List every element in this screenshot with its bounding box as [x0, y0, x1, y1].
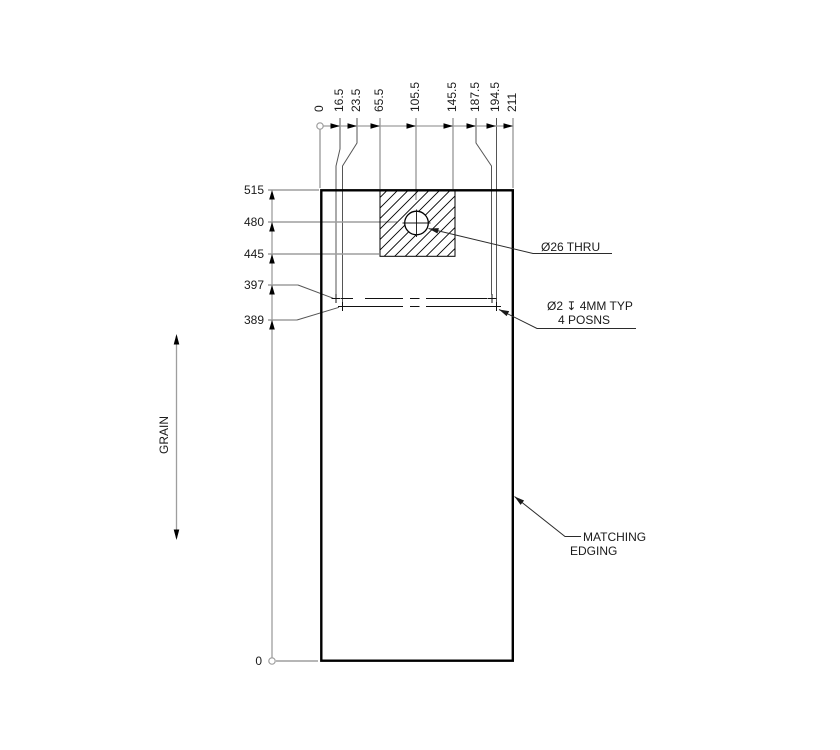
leader-arrowheads — [428, 228, 525, 505]
left-dimension-line — [268, 190, 276, 665]
left-ordinate-label-515: 515 — [243, 183, 264, 197]
panel-outline — [320, 189, 514, 662]
origin-label-zero: 0 — [255, 654, 262, 668]
top-ordinate-label-23-5: 23.5 — [349, 88, 363, 112]
top-dimension-arrowheads — [330, 123, 513, 129]
large-hole-callout: Ø26 THRU — [541, 240, 601, 254]
edging-leader — [514, 496, 581, 537]
large-hole-centermark — [402, 209, 431, 237]
grain-direction-arrow — [173, 334, 180, 540]
edging-callout-line2: EDGING — [570, 544, 618, 558]
leader-lines — [428, 228, 636, 537]
top-ordinate-label-145-5: 145.5 — [445, 81, 459, 112]
hole-row-centerlines — [341, 298, 493, 307]
small-hole-cross-marks — [331, 294, 501, 311]
left-ordinate-label-445: 445 — [243, 247, 264, 261]
small-hole-callout-line2: 4 POSNS — [558, 313, 611, 327]
left-dimension-arrowheads — [269, 190, 275, 330]
left-ordinate-label-389: 389 — [243, 313, 264, 327]
top-dimension-line — [316, 122, 513, 130]
top-ordinate-label-0: 0 — [312, 105, 326, 112]
grain-label: GRAIN — [157, 415, 171, 454]
left-jogged-extension-lines — [296, 284, 340, 321]
top-ordinate-label-194-5: 194.5 — [488, 81, 502, 112]
small-hole-leader — [498, 309, 636, 329]
top-jogged-extension-lines — [335, 118, 497, 302]
top-ordinate-label-16-5: 16.5 — [332, 88, 346, 112]
top-ordinate-label-187-5: 187.5 — [468, 81, 482, 112]
left-ordinate-label-480: 480 — [243, 215, 264, 229]
left-extension-lines — [268, 189, 397, 662]
top-ordinate-label-105-5: 105.5 — [408, 81, 422, 112]
left-ordinate-label-397: 397 — [243, 278, 264, 292]
small-hole-callout-line1: Ø2 ↧ 4MM TYP — [547, 299, 633, 313]
large-hole-leader — [428, 228, 612, 254]
large-hole — [402, 209, 431, 237]
edging-callout-line1: MATCHING — [583, 530, 647, 544]
top-ordinate-label-211: 211 — [505, 92, 519, 112]
top-extension-lines — [319, 118, 514, 200]
top-ordinate-label-65-5: 65.5 — [372, 88, 386, 112]
